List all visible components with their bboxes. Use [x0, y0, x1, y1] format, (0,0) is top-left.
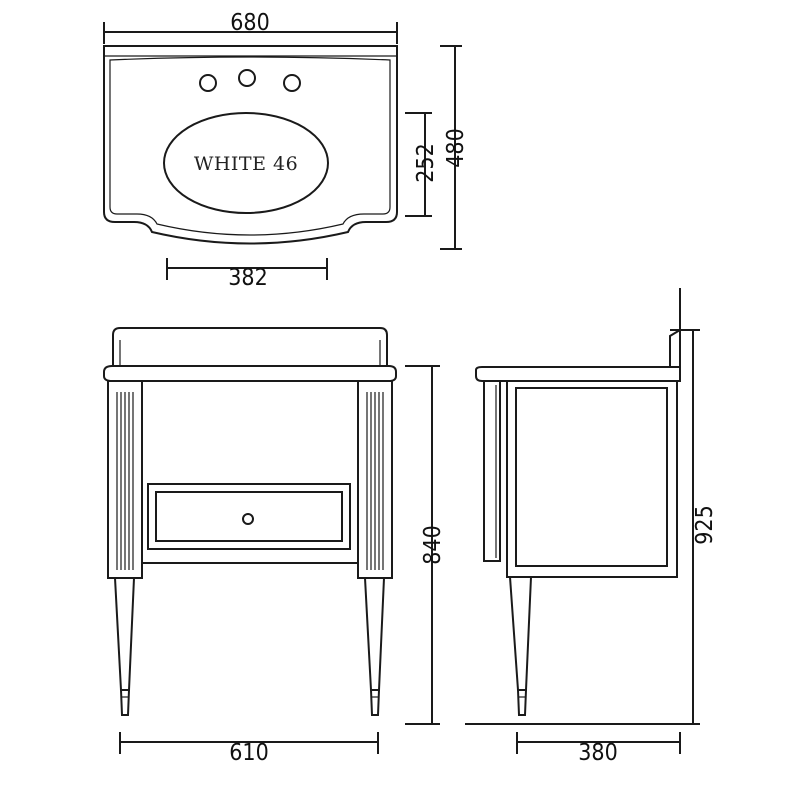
dim-front-height-label: 840	[420, 525, 446, 565]
tap-hole-left	[199, 74, 217, 92]
dim-front-width: 610	[119, 732, 379, 766]
right-pilaster	[357, 380, 393, 579]
dim-top-width-label: 680	[230, 10, 270, 36]
front-drawer-panel	[155, 491, 343, 542]
front-backsplash	[112, 327, 388, 367]
right-leg-foot	[369, 689, 381, 716]
side-panel	[515, 387, 668, 567]
dim-side-height: 925	[465, 288, 718, 725]
dim-top-depth-label: 480	[443, 128, 469, 168]
side-view: 380 925	[465, 288, 718, 766]
front-view: 610 840	[103, 327, 446, 766]
dim-front-height: 840	[405, 365, 446, 725]
side-apron	[483, 380, 501, 562]
dim-bowl-width-label: 382	[228, 265, 268, 291]
countertop-inner-outline	[109, 56, 391, 236]
basin-bowl	[163, 112, 329, 214]
side-front-leg	[508, 576, 533, 691]
dim-bowl-width: 382	[166, 258, 328, 291]
drawer-knob	[242, 513, 254, 525]
basin-label: WHITE 46	[194, 153, 298, 175]
dim-top-depth: 480	[440, 45, 469, 250]
left-leg	[113, 577, 136, 691]
side-cabinet-body	[506, 380, 678, 578]
dim-side-depth-label: 380	[578, 740, 618, 766]
left-leg-foot	[119, 689, 131, 716]
top-view: WHITE 46 680 382 252 480	[103, 10, 469, 291]
left-pilaster	[107, 380, 143, 579]
dim-side-depth: 380	[516, 732, 681, 766]
dim-top-width: 680	[103, 10, 398, 44]
front-countertop	[103, 365, 397, 382]
side-countertop	[475, 366, 681, 382]
dim-front-width-label: 610	[229, 740, 269, 766]
dim-bowl-depth: 252	[405, 112, 439, 217]
side-backsplash	[669, 328, 681, 368]
side-front-leg-foot	[516, 689, 528, 716]
dim-bowl-depth-label: 252	[413, 143, 439, 183]
tap-hole-center	[238, 69, 256, 87]
tap-hole-right	[283, 74, 301, 92]
right-leg	[363, 577, 386, 691]
dim-side-height-label: 925	[692, 505, 718, 545]
